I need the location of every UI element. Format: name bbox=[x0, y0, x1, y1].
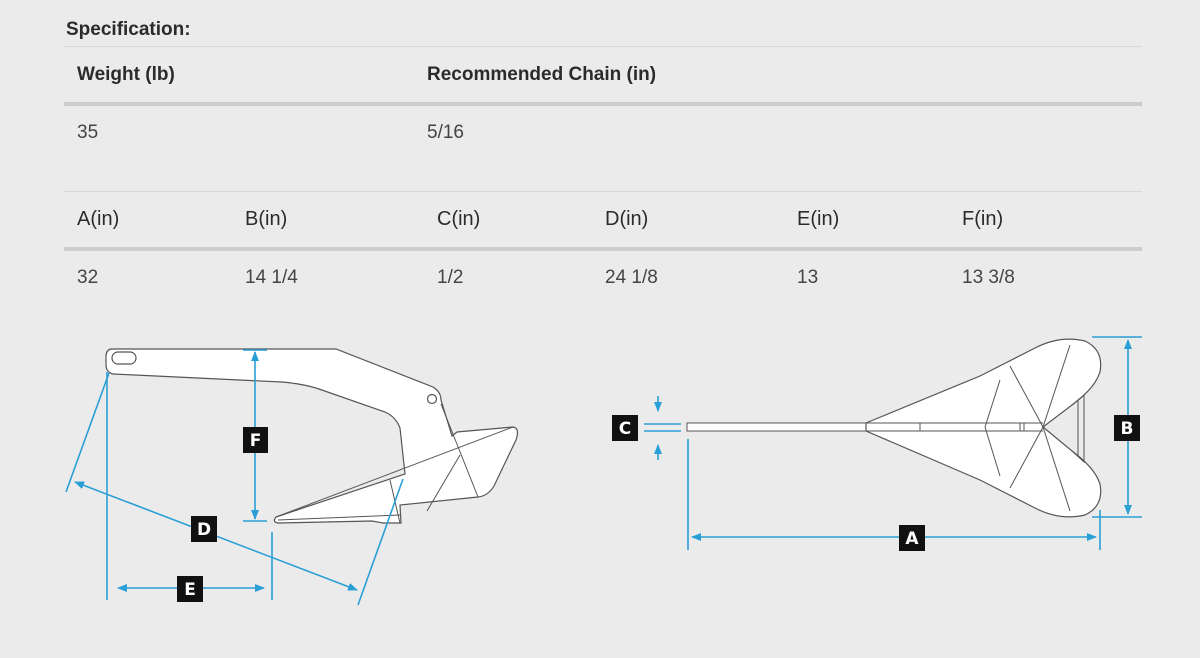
svg-text:F: F bbox=[250, 431, 262, 451]
anchor-dimension-diagram: F D E bbox=[65, 336, 1142, 606]
value-weight: 35 bbox=[77, 122, 99, 143]
label-d: D bbox=[191, 516, 217, 542]
header-e: E(in) bbox=[797, 208, 840, 230]
header-divider bbox=[64, 102, 1142, 106]
svg-text:B: B bbox=[1121, 419, 1134, 439]
label-a: A bbox=[899, 525, 925, 551]
anchor-top-view bbox=[686, 338, 1102, 518]
anchor-side-view bbox=[105, 348, 519, 524]
value-recommended-chain: 5/16 bbox=[427, 122, 464, 143]
value-c: 1/2 bbox=[437, 267, 464, 288]
header-f: F(in) bbox=[962, 208, 1004, 230]
divider bbox=[64, 46, 1142, 47]
header-weight: Weight (lb) bbox=[77, 64, 175, 85]
value-a: 32 bbox=[77, 267, 99, 288]
header-b: B(in) bbox=[245, 208, 288, 230]
value-f: 13 3/8 bbox=[962, 267, 1015, 288]
header-c: C(in) bbox=[437, 208, 481, 230]
divider bbox=[64, 191, 1142, 192]
dimension-lines-top bbox=[644, 336, 1142, 550]
label-b: B bbox=[1114, 415, 1140, 441]
value-b: 14 1/4 bbox=[245, 267, 298, 288]
svg-text:A: A bbox=[905, 529, 919, 549]
header-a: A(in) bbox=[77, 208, 120, 230]
value-e: 13 bbox=[797, 267, 819, 288]
header-divider bbox=[64, 247, 1142, 251]
label-e: E bbox=[177, 576, 203, 602]
label-c: C bbox=[612, 415, 638, 441]
svg-text:E: E bbox=[184, 580, 196, 600]
svg-text:C: C bbox=[619, 419, 631, 439]
svg-text:D: D bbox=[197, 520, 211, 540]
header-d: D(in) bbox=[605, 208, 649, 230]
section-title: Specification: bbox=[66, 19, 191, 40]
label-f: F bbox=[243, 427, 268, 453]
value-d: 24 1/8 bbox=[605, 267, 658, 288]
header-recommended-chain: Recommended Chain (in) bbox=[427, 64, 657, 85]
